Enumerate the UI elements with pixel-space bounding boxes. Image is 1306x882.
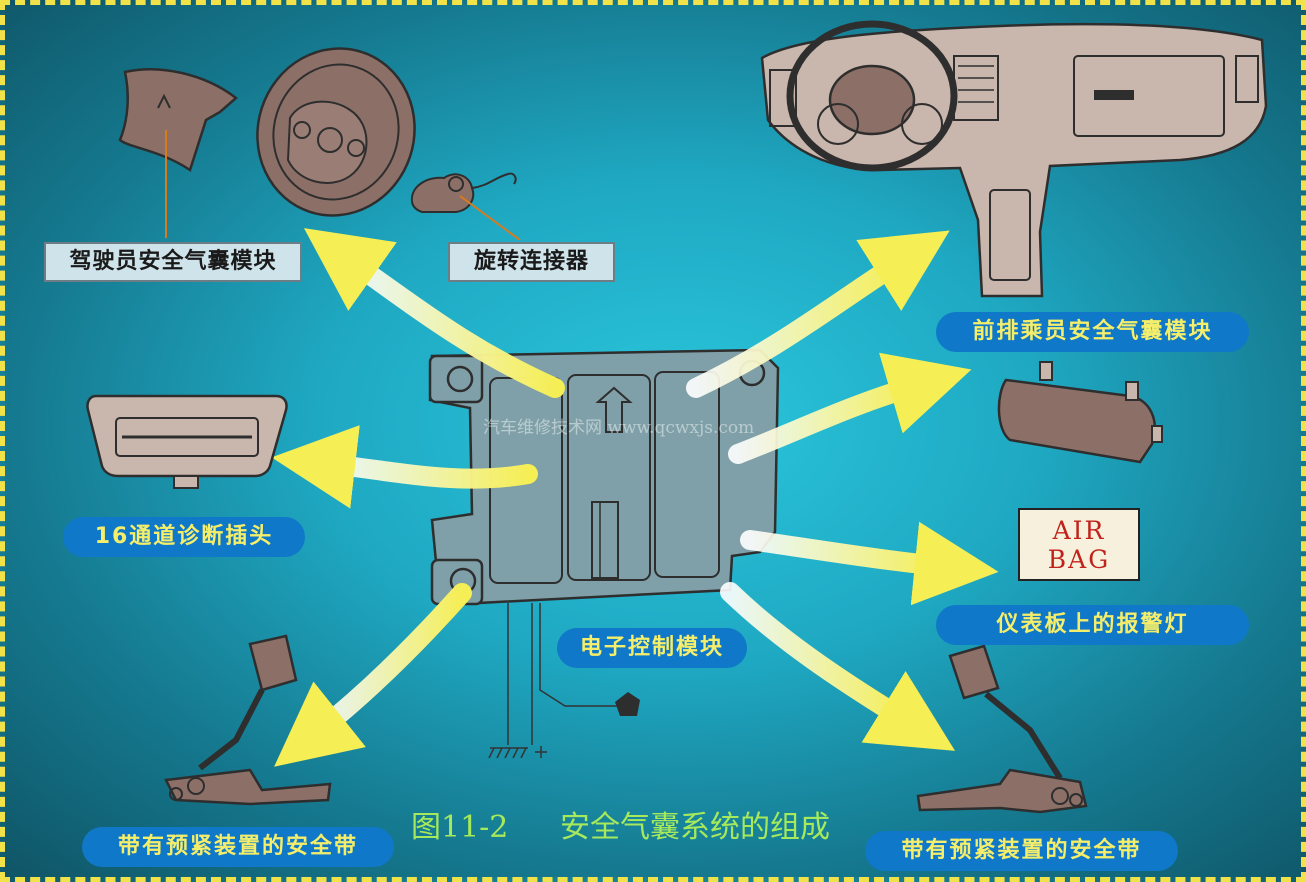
dashboard-illustration <box>760 20 1268 298</box>
seatbelt-left-illustration <box>164 634 332 806</box>
airbag-lamp-line2: BAG <box>1047 545 1111 574</box>
seatbelt-right-illustration <box>916 644 1088 814</box>
clock-spring-illustration <box>410 172 521 241</box>
airbag-warning-lamp: AIR BAG <box>1018 508 1140 581</box>
label-warning-lamp: 仪表板上的报警灯 <box>936 605 1249 645</box>
signal-arrows <box>271 228 999 767</box>
label-control-module: 电子控制模块 <box>557 628 747 668</box>
arrow-glovebox <box>728 352 972 464</box>
arrow-driver-module <box>303 228 565 398</box>
arrow-warning-lamp <box>740 521 999 606</box>
control-module-illustration <box>428 348 780 759</box>
arrow-diagnostic-connector <box>271 425 538 509</box>
figure-title: 安全气囊系统的组成 <box>560 810 830 845</box>
label-diagnostic-connector: 16通道诊断插头 <box>63 517 305 557</box>
diagnostic-connector-illustration <box>86 394 288 489</box>
label-seatbelt-left: 带有预紧装置的安全带 <box>82 827 394 867</box>
arrow-belt-left <box>274 583 472 767</box>
watermark-text: 汽车维修技术网 www.qcwxjs.com <box>483 418 755 438</box>
arrow-belt-right <box>720 582 956 751</box>
arrow-passenger-module <box>686 230 950 398</box>
diagram-artwork <box>86 20 1268 814</box>
figure-number: 图11-2 <box>411 810 509 845</box>
label-passenger-airbag-module: 前排乘员安全气囊模块 <box>936 312 1249 352</box>
label-seatbelt-right: 带有预紧装置的安全带 <box>865 831 1178 871</box>
steering-wheel-illustration <box>256 47 416 217</box>
passenger-airbag-illustration <box>997 361 1163 464</box>
airbag-lamp-line1: AIR <box>1052 516 1106 545</box>
label-driver-airbag-module: 驾驶员安全气囊模块 <box>44 242 302 282</box>
driver-airbag-cover-illustration <box>118 68 238 238</box>
label-clock-spring: 旋转连接器 <box>448 242 615 282</box>
